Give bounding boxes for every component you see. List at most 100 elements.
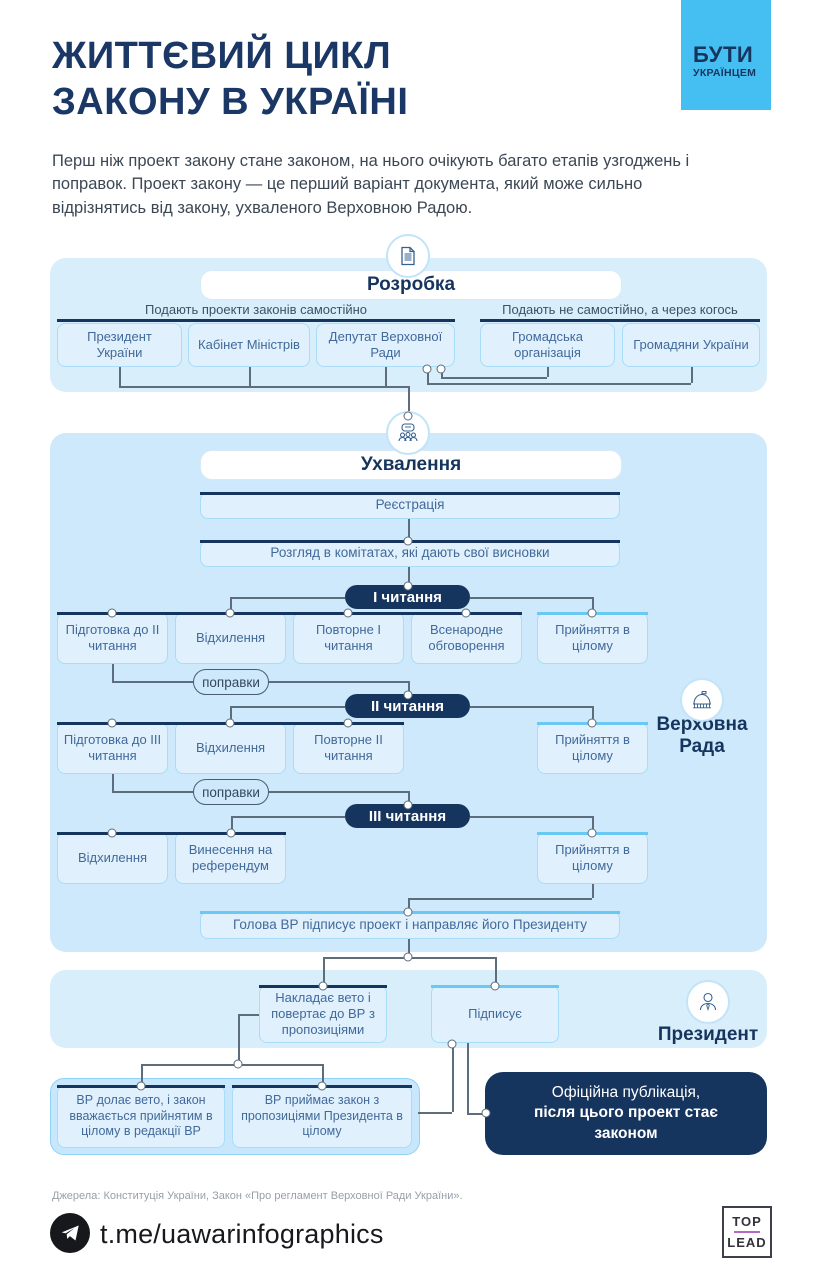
connector-dot [447, 1039, 457, 1049]
actor-box-deputy: Депутат Верховної Ради [316, 323, 455, 367]
connector-dot [343, 608, 353, 618]
submit-directly-header: Подають проекти законів самостійно [144, 302, 368, 317]
override-box: ВР долає вето, і закон вважається прийня… [57, 1085, 225, 1148]
connector [452, 1044, 454, 1112]
actor-box-citizens: Громадяни України [622, 323, 760, 367]
connector [408, 898, 592, 900]
connector-dot [587, 608, 597, 618]
connector-dot [136, 1081, 146, 1091]
connector [467, 1043, 469, 1113]
connector-dot [317, 1081, 327, 1091]
step-box-registration: Реєстрація [200, 492, 620, 519]
outcome-box-public-discussion: Всенародне обговорення [411, 612, 522, 664]
submit-indirectly-header: Подають не самостійно, а через когось [502, 302, 738, 317]
connector [141, 1064, 322, 1066]
connector [592, 816, 594, 832]
actor-box-ngo: Громадська організація [480, 323, 615, 367]
connector [427, 372, 429, 383]
connector [230, 597, 232, 612]
connector [408, 939, 410, 957]
amendments-pill-2: поправки [193, 779, 269, 805]
connector-dot [107, 828, 117, 838]
connector [112, 774, 114, 791]
reading-3-topline [57, 832, 286, 835]
page-title-line1: ЖИТТЄВИЙ ЦИКЛ [52, 35, 392, 77]
connector-dot [490, 981, 500, 991]
outcome-box-prep-3rd: Підготовка до ІІІ читання [57, 722, 168, 774]
connector [691, 367, 693, 383]
telegram-icon [50, 1213, 90, 1253]
page-title: ЖИТТЄВИЙ ЦИКЛ ЗАКОНУ В УКРАЇНІ [52, 34, 408, 125]
outcome-box-referendum: Винесення на референдум [175, 832, 286, 884]
group-underline [57, 319, 455, 322]
connector-dot [403, 536, 413, 546]
connector-dot [403, 800, 413, 810]
connector-dot [233, 1059, 243, 1069]
connector [427, 383, 691, 385]
connector-dot [318, 981, 328, 991]
outcome-box-reject-2: Відхилення [175, 722, 286, 774]
connector [547, 367, 549, 377]
connector [112, 664, 114, 681]
connector-dot [403, 907, 413, 917]
connector [230, 597, 345, 599]
outcome-box-accept-1: Прийняття в цілому [537, 612, 648, 664]
connector-dot [587, 828, 597, 838]
outcome-box-accept-3: Прийняття в цілому [537, 832, 648, 884]
connector [441, 377, 547, 379]
connector-dot [461, 608, 471, 618]
actor-box-cabinet: Кабінет Міністрів [188, 323, 310, 367]
connector [470, 706, 592, 708]
outcome-box-prep-2nd: Підготовка до ІІ читання [57, 612, 168, 664]
reading-1-pill: І читання [345, 585, 470, 609]
connector [238, 1014, 240, 1064]
outcome-box-reject-1: Відхилення [175, 612, 286, 664]
connector [467, 1113, 485, 1115]
connector-dot [403, 581, 413, 591]
toplead-logo-divider [734, 1231, 760, 1233]
connector [408, 898, 410, 911]
connector [408, 567, 410, 586]
connector-dot [225, 608, 235, 618]
connector [408, 681, 410, 694]
connector-dot [403, 690, 413, 700]
connector [231, 816, 233, 832]
connector-dot [436, 364, 446, 374]
connector [408, 386, 410, 415]
president-icon [686, 980, 730, 1024]
document-icon [386, 234, 430, 278]
connector [231, 816, 345, 818]
connector-dot [343, 718, 353, 728]
outcome-box-accept-2: Прийняття в цілому [537, 722, 648, 774]
outcome-box-repeat-1: Повторне І читання [293, 612, 404, 664]
amendments-pill-1: поправки [193, 669, 269, 695]
connector [470, 597, 592, 599]
group-underline [480, 319, 760, 322]
accept-box: ВР приймає закон з пропозиціями Президен… [232, 1085, 412, 1148]
connector [592, 706, 594, 722]
sources-note: Джерела: Конституція України, Закон «Про… [52, 1190, 463, 1202]
connector [322, 1064, 324, 1085]
connector [323, 957, 325, 985]
publication-line1: Офіційна публікація, [551, 1083, 701, 1101]
telegram-handle[interactable]: t.me/uawarinfographics [100, 1219, 384, 1249]
reading-1-topline [57, 612, 522, 615]
connector [592, 884, 594, 898]
connector [385, 367, 387, 386]
connector [495, 957, 497, 985]
connector-dot [226, 828, 236, 838]
connector-dot [422, 364, 432, 374]
connector [470, 816, 592, 818]
verkhovna-rada-label: Верховна Рада [656, 714, 748, 758]
publication-box: Офіційна публікація, після цього проект … [485, 1072, 767, 1155]
connector-dot [107, 608, 117, 618]
intro-text: Перш ніж проект закону стане законом, на… [52, 152, 690, 217]
section-president-panel [50, 970, 767, 1048]
president-label: Президент [657, 1024, 759, 1045]
connector [592, 597, 594, 612]
sign-box: Підписує [431, 985, 559, 1043]
step-topline [200, 492, 620, 495]
brand-badge-line2: УКРАЇНЦЕМ [693, 67, 757, 79]
step-box-committee: Розгляд в комітатах, які дають свої висн… [200, 540, 620, 567]
